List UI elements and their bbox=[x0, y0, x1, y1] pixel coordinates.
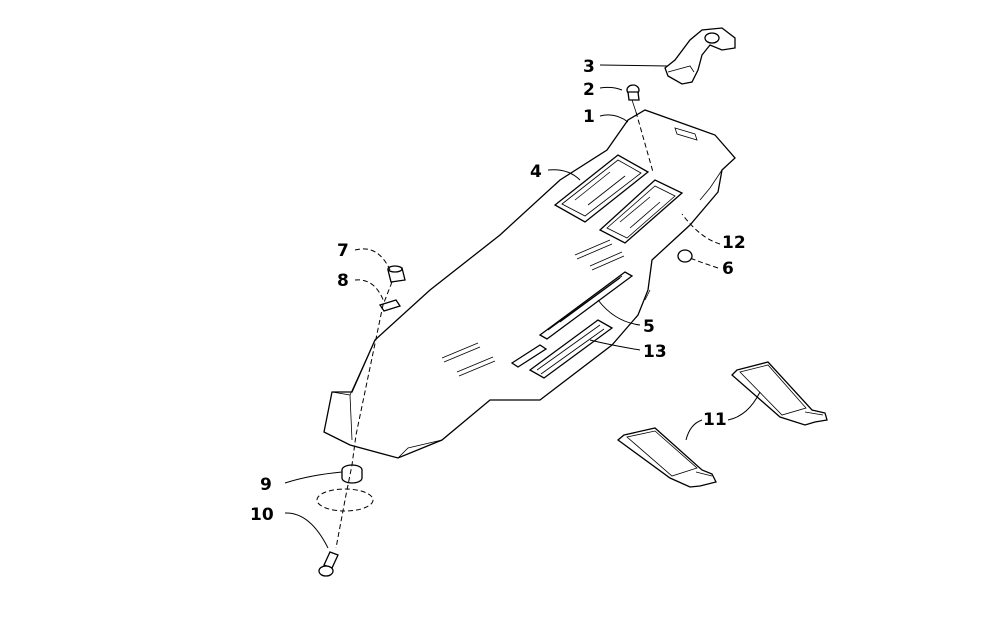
callout-6: 6 bbox=[722, 259, 734, 279]
callout-10: 10 bbox=[250, 505, 274, 525]
leader-lines bbox=[284, 64, 761, 549]
assembly-axis-line bbox=[335, 281, 393, 549]
screw-axis-line bbox=[635, 111, 654, 173]
callout-3: 3 bbox=[583, 57, 595, 77]
callout-4: 4 bbox=[530, 162, 542, 182]
callout-12: 12 bbox=[722, 233, 746, 253]
bushing bbox=[387, 265, 406, 283]
callout-9: 9 bbox=[260, 475, 272, 495]
traction-pad-lower bbox=[616, 427, 717, 488]
bolt bbox=[318, 551, 339, 577]
screw bbox=[626, 84, 640, 113]
callout-2: 2 bbox=[583, 80, 595, 100]
callout-8: 8 bbox=[337, 271, 349, 291]
bracket bbox=[664, 27, 736, 85]
callouts: 3 2 1 4 12 6 7 8 5 13 11 9 10 bbox=[250, 57, 746, 525]
plate-slots bbox=[441, 239, 625, 377]
spacer bbox=[341, 464, 363, 484]
skid-plate bbox=[323, 109, 736, 459]
nut bbox=[677, 249, 693, 263]
decal bbox=[553, 154, 650, 223]
callout-13: 13 bbox=[643, 342, 667, 362]
callout-5: 5 bbox=[643, 317, 655, 337]
decal-strip bbox=[538, 271, 634, 340]
callout-1: 1 bbox=[583, 107, 595, 127]
lower-decal bbox=[510, 319, 614, 379]
mounting-hole-outline bbox=[316, 488, 374, 512]
label bbox=[598, 179, 684, 244]
callout-7: 7 bbox=[337, 241, 349, 261]
traction-pad-upper bbox=[731, 361, 828, 426]
callout-11: 11 bbox=[703, 410, 727, 430]
